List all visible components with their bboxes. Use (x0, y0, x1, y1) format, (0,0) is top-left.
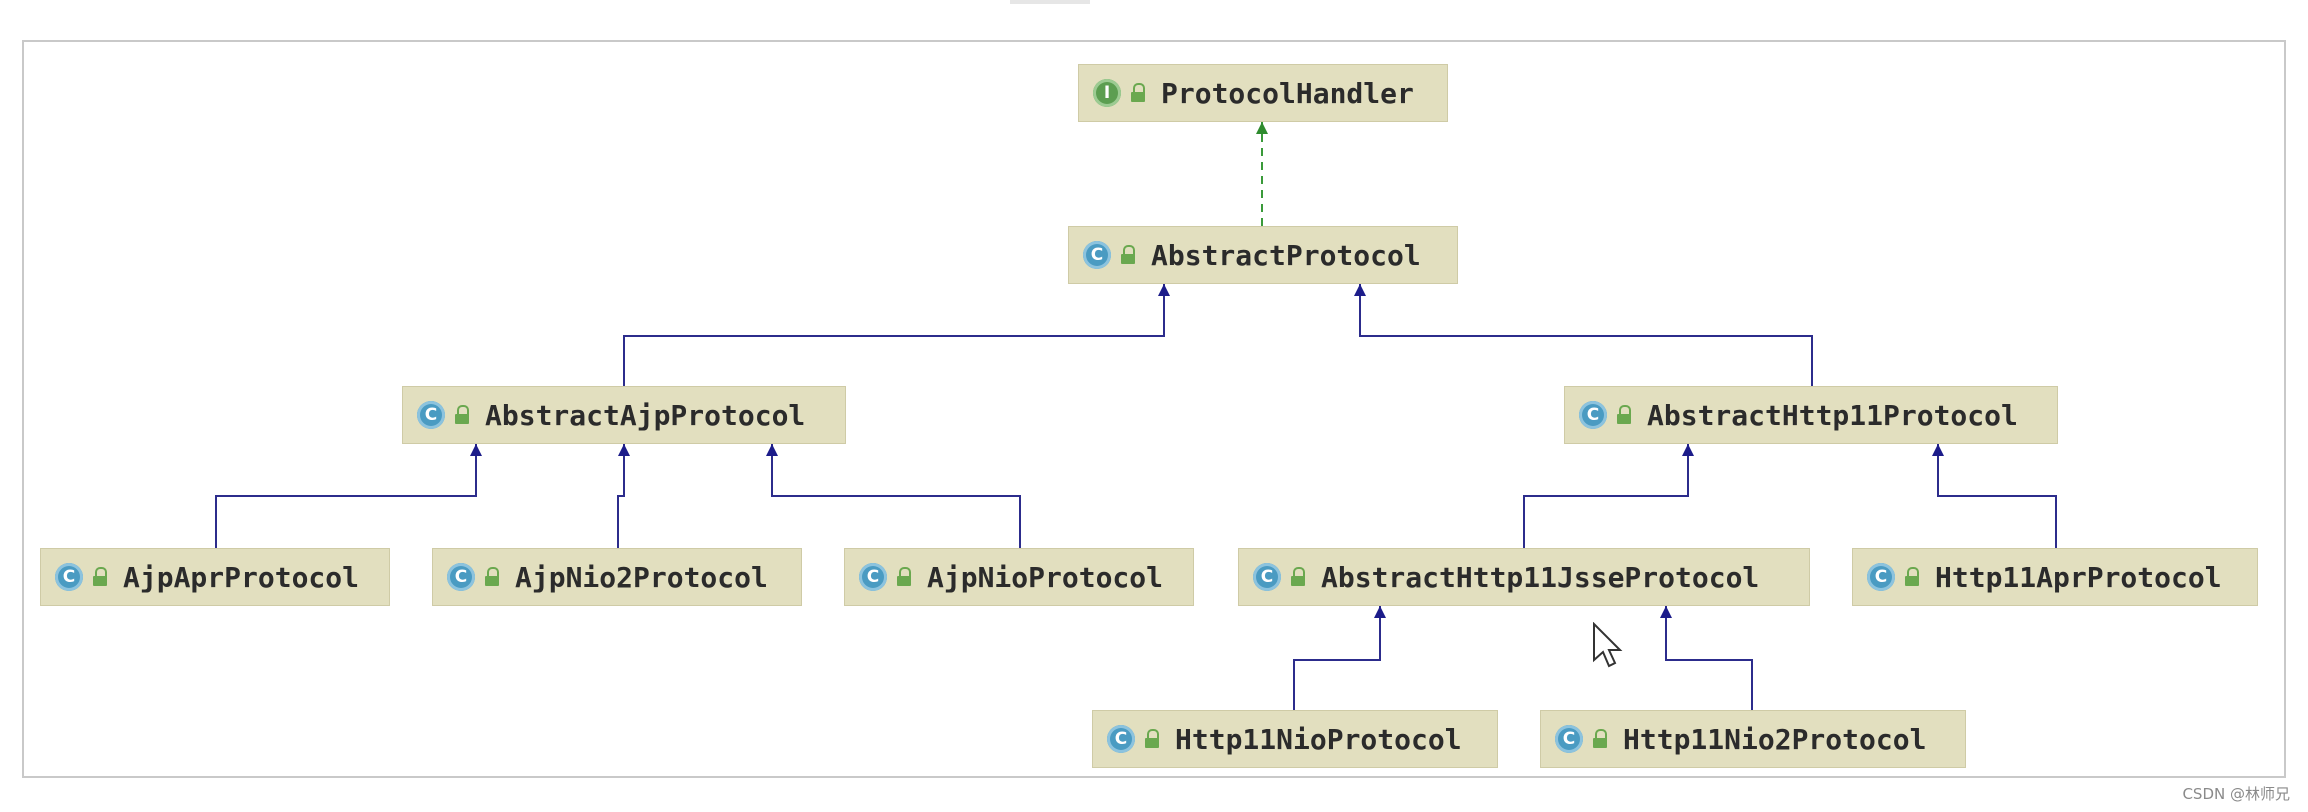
class-badge-icon: C (447, 563, 475, 591)
class-badge-icon: C (1867, 563, 1895, 591)
node-label: AbstractHttp11Protocol (1647, 398, 2018, 432)
node-label: AjpAprProtocol (123, 560, 360, 594)
node-ajp-apr-protocol[interactable]: C AjpAprProtocol (40, 548, 390, 606)
public-access-lock-icon (1591, 729, 1609, 749)
node-label: Http11AprProtocol (1935, 560, 2222, 594)
node-ajp-nio2-protocol[interactable]: C AjpNio2Protocol (432, 548, 802, 606)
node-http11-apr-protocol[interactable]: C Http11AprProtocol (1852, 548, 2258, 606)
class-badge-icon: C (1253, 563, 1281, 591)
edge-ajp-nio2-protocol-to-abstract-ajp-protocol (617, 444, 630, 548)
public-access-lock-icon (895, 567, 913, 587)
node-protocol-handler[interactable]: I ProtocolHandler (1078, 64, 1448, 122)
top-tab-decoration (1010, 0, 1090, 4)
edge-abstract-http11-jsse-protocol-to-abstract-http11-protocol (1523, 444, 1694, 548)
node-ajp-nio-protocol[interactable]: C AjpNioProtocol (844, 548, 1194, 606)
node-abstract-http11-jsse-protocol[interactable]: C AbstractHttp11JsseProtocol (1238, 548, 1810, 606)
edge-ajp-apr-protocol-to-abstract-ajp-protocol (215, 444, 482, 548)
public-access-lock-icon (1615, 405, 1633, 425)
class-badge-icon: C (417, 401, 445, 429)
node-label: AbstractProtocol (1151, 238, 1421, 272)
watermark: CSDN @林师兄 (2182, 785, 2290, 803)
node-http11-nio-protocol[interactable]: C Http11NioProtocol (1092, 710, 1498, 768)
interface-badge-icon: I (1093, 79, 1121, 107)
public-access-lock-icon (1289, 567, 1307, 587)
node-abstract-http11-protocol[interactable]: C AbstractHttp11Protocol (1564, 386, 2058, 444)
node-label: Http11Nio2Protocol (1623, 722, 1927, 756)
public-access-lock-icon (483, 567, 501, 587)
public-access-lock-icon (91, 567, 109, 587)
public-access-lock-icon (1903, 567, 1921, 587)
edge-http11-nio2-protocol-to-abstract-http11-jsse-protocol (1660, 606, 1753, 710)
class-badge-icon: C (859, 563, 887, 591)
class-badge-icon: C (1579, 401, 1607, 429)
edge-abstract-http11-protocol-to-abstract-protocol (1354, 284, 1813, 386)
node-label: AbstractAjpProtocol (485, 398, 806, 432)
class-badge-icon: C (1555, 725, 1583, 753)
public-access-lock-icon (1119, 245, 1137, 265)
public-access-lock-icon (1129, 83, 1147, 103)
node-label: AjpNioProtocol (927, 560, 1164, 594)
public-access-lock-icon (1143, 729, 1161, 749)
node-abstract-protocol[interactable]: C AbstractProtocol (1068, 226, 1458, 284)
edge-ajp-nio-protocol-to-abstract-ajp-protocol (766, 444, 1021, 548)
node-label: ProtocolHandler (1161, 76, 1414, 110)
edge-abstract-ajp-protocol-to-abstract-protocol (623, 284, 1170, 386)
public-access-lock-icon (453, 405, 471, 425)
mouse-cursor-icon (1593, 622, 1623, 668)
node-label: AjpNio2Protocol (515, 560, 768, 594)
edge-http11-nio-protocol-to-abstract-http11-jsse-protocol (1293, 606, 1386, 710)
class-badge-icon: C (1107, 725, 1135, 753)
node-label: AbstractHttp11JsseProtocol (1321, 560, 1760, 594)
node-abstract-ajp-protocol[interactable]: C AbstractAjpProtocol (402, 386, 846, 444)
node-http11-nio2-protocol[interactable]: C Http11Nio2Protocol (1540, 710, 1966, 768)
node-label: Http11NioProtocol (1175, 722, 1462, 756)
class-badge-icon: C (55, 563, 83, 591)
edge-http11-apr-protocol-to-abstract-http11-protocol (1932, 444, 2057, 548)
class-badge-icon: C (1083, 241, 1111, 269)
